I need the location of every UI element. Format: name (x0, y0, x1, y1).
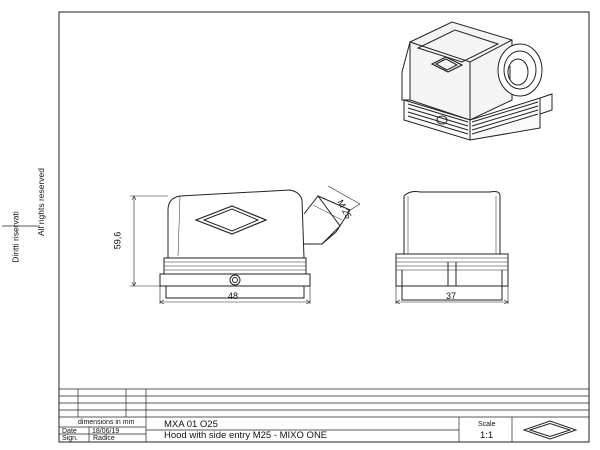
date-label: Date (62, 428, 77, 435)
rights-reserved-english: All rights reserved (36, 167, 47, 237)
dim-height: 59,6 (112, 231, 123, 250)
rights-reserved-italian: Diritti riservati (10, 211, 21, 263)
dim-front-width: 48 (228, 291, 239, 301)
title-block-grid (59, 388, 589, 442)
date-value: 18/06/19 (92, 428, 120, 435)
part-code: MXA 01 O25 (164, 419, 218, 430)
units-note: dimensions in mm (78, 419, 135, 426)
ilme-logo (522, 420, 578, 440)
sign-value: Radice (93, 435, 115, 442)
dim-side-width: 37 (446, 291, 457, 301)
part-description: Hood with side entry M25 - MIXO ONE (164, 430, 328, 441)
scale-label: Scale (478, 421, 496, 428)
sign-label: Sign. (62, 435, 78, 442)
drawing-frame (58, 11, 590, 443)
isometric-view (401, 21, 553, 141)
scale-value: 1:1 (480, 430, 494, 441)
front-view (159, 189, 351, 299)
dimension-lines (130, 185, 509, 305)
side-view (395, 191, 509, 301)
